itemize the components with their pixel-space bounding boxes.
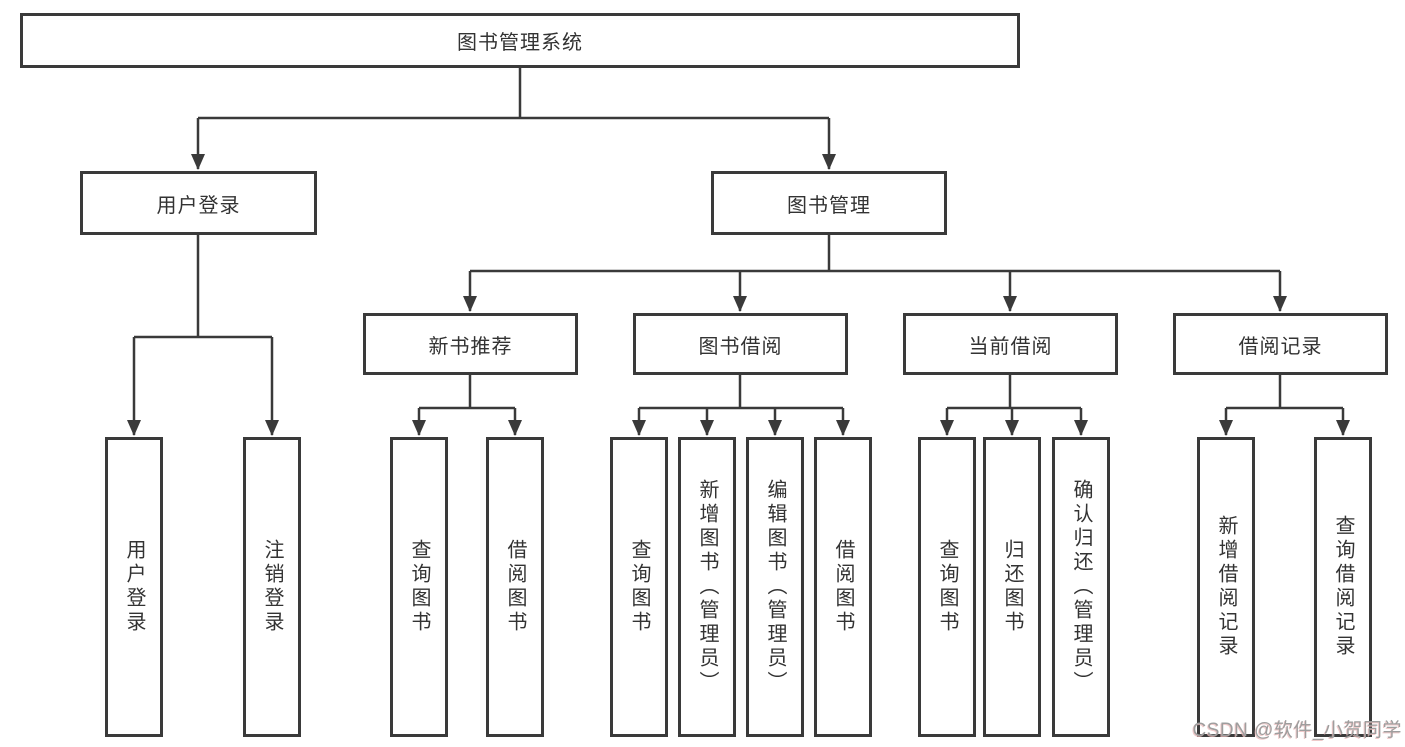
connector-book-management bbox=[463, 235, 1287, 312]
node-book-management: 图书管理 bbox=[711, 171, 947, 235]
leaf-add-book-admin: 新增图书（管理员） bbox=[678, 437, 736, 737]
node-new-book-recommend: 新书推荐 bbox=[363, 313, 578, 375]
node-user-login: 用户登录 bbox=[80, 171, 317, 235]
connector-current bbox=[940, 375, 1088, 436]
leaf-borrow-query-book: 查询图书 bbox=[610, 437, 668, 737]
leaf-user-login: 用户登录 bbox=[105, 437, 163, 737]
connector-root bbox=[191, 68, 836, 170]
node-current-borrow: 当前借阅 bbox=[903, 313, 1118, 375]
leaf-recommend-query-book: 查询图书 bbox=[390, 437, 448, 737]
leaf-borrow-book: 借阅图书 bbox=[814, 437, 872, 737]
leaf-query-borrow-record: 查询借阅记录 bbox=[1314, 437, 1372, 737]
leaf-recommend-borrow-book: 借阅图书 bbox=[486, 437, 544, 737]
leaf-add-borrow-record: 新增借阅记录 bbox=[1197, 437, 1255, 737]
node-root-system: 图书管理系统 bbox=[20, 13, 1020, 68]
leaf-logout: 注销登录 bbox=[243, 437, 301, 737]
connector-user-login bbox=[127, 235, 279, 436]
node-book-borrow: 图书借阅 bbox=[633, 313, 848, 375]
leaf-current-query-book: 查询图书 bbox=[918, 437, 976, 737]
csdn-watermark: CSDN @软件_小贺同学 bbox=[1192, 720, 1402, 741]
leaf-confirm-return-admin: 确认归还（管理员） bbox=[1052, 437, 1110, 737]
leaf-edit-book-admin: 编辑图书（管理员） bbox=[746, 437, 804, 737]
connector-records bbox=[1219, 375, 1350, 436]
node-borrow-records: 借阅记录 bbox=[1173, 313, 1388, 375]
connector-borrow bbox=[632, 375, 850, 436]
leaf-return-book: 归还图书 bbox=[983, 437, 1041, 737]
connector-recommend bbox=[412, 375, 522, 436]
